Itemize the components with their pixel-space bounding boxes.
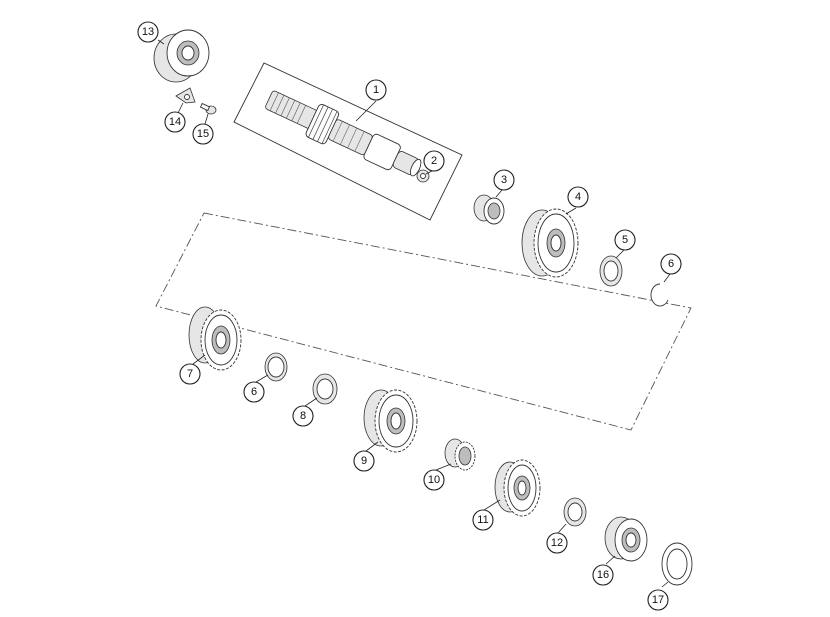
callout-label: 8 [300, 410, 306, 422]
gear-7 [188, 306, 242, 371]
gear-4 [521, 208, 579, 278]
callout-5: 5 [614, 229, 636, 251]
callout-16: 16 [592, 564, 614, 586]
bushing-3 [473, 194, 505, 225]
callout-label: 3 [501, 174, 507, 186]
callout-2: 2 [423, 150, 445, 172]
callout-label: 14 [169, 116, 181, 128]
callout-label: 16 [597, 569, 609, 581]
callout-15: 15 [192, 123, 214, 145]
leader-lines [157, 39, 671, 588]
washer-8 [312, 373, 338, 405]
washer-12 [563, 497, 587, 527]
callout-label: 13 [142, 26, 154, 38]
screw-15 [199, 102, 217, 115]
callout-label: 15 [197, 128, 209, 140]
bearing-16 [604, 516, 648, 562]
callout-label: 6 [251, 386, 257, 398]
callout-11: 11 [472, 509, 494, 531]
callout-label: 4 [575, 191, 581, 203]
callout-label: 11 [477, 514, 488, 526]
callout-8: 8 [292, 405, 314, 427]
assembly-outline [155, 212, 692, 431]
callout-label: 1 [373, 84, 379, 96]
callout-label: 12 [551, 537, 563, 549]
callout-3: 3 [493, 169, 515, 191]
bearing-13 [153, 29, 210, 83]
callout-6-upper: 6 [660, 253, 682, 275]
callout-label: 2 [431, 155, 437, 167]
callout-label: 17 [652, 594, 664, 606]
callout-label: 5 [622, 234, 628, 246]
callout-label: 10 [428, 474, 440, 486]
shaft-assembly-frame [233, 62, 463, 221]
callout-7: 7 [179, 363, 201, 385]
gear-9 [363, 389, 418, 453]
callout-6-lower: 6 [243, 381, 265, 403]
callout-17: 17 [647, 589, 669, 611]
callout-4: 4 [567, 186, 589, 208]
snap-ring-6-lower [264, 352, 288, 382]
callout-10: 10 [423, 469, 445, 491]
lock-plate-14 [175, 87, 196, 104]
callout-9: 9 [353, 450, 375, 472]
washer-17 [661, 542, 693, 586]
callout-13: 13 [137, 21, 159, 43]
washer-5 [599, 255, 623, 287]
main-shaft-1 [265, 90, 422, 177]
nut-2 [416, 169, 430, 183]
callout-1: 1 [365, 79, 387, 101]
snap-ring-6-upper [650, 283, 669, 307]
callout-12: 12 [546, 532, 568, 554]
callout-label: 9 [361, 455, 367, 467]
callout-label: 6 [668, 258, 674, 270]
callout-label: 7 [187, 368, 193, 380]
needle-bearing-10 [444, 438, 476, 471]
gear-11 [494, 459, 541, 517]
callout-14: 14 [164, 111, 186, 133]
